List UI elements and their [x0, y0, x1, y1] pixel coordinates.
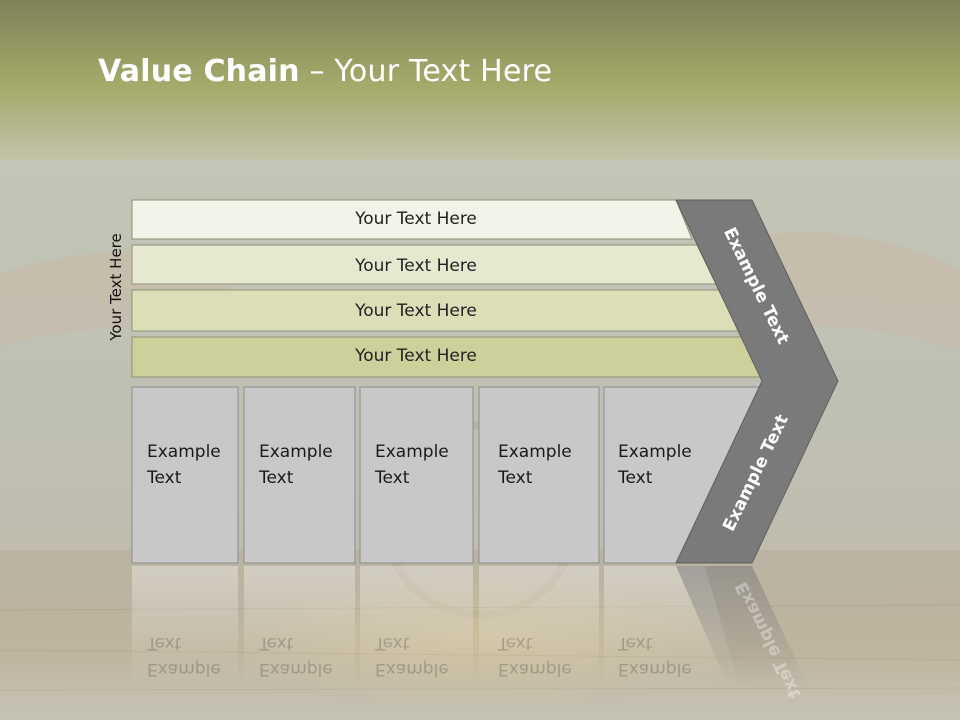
box-label-1-line2: Text [147, 468, 182, 488]
box-3 [359, 386, 474, 564]
box-label-4-line2: Text [498, 468, 533, 488]
box-label-4-line1: Example [498, 442, 572, 462]
box-2 [243, 386, 356, 564]
chevron-arrow [675, 199, 839, 564]
box-label-3: Example Text [375, 439, 449, 491]
bar-1 [131, 199, 693, 240]
box-1 [131, 386, 239, 564]
box-label-4: Example Text [498, 439, 572, 491]
box-label-3-line2: Text [375, 468, 410, 488]
title-rest: – Your Text Here [299, 54, 553, 89]
box-label-1: Example Text [147, 439, 221, 491]
box-4 [478, 386, 600, 564]
bar-label-4: Your Text Here [355, 346, 477, 366]
box-label-5-line1: Example [618, 442, 692, 462]
box-label-5-line2: Text [618, 468, 653, 488]
box-label-2-line1: Example [259, 442, 333, 462]
box-label-3-line1: Example [375, 442, 449, 462]
bar-label-1: Your Text Here [355, 209, 477, 229]
box-label-2-line2: Text [259, 468, 294, 488]
box-label-2: Example Text [259, 439, 333, 491]
box-label-5: Example Text [618, 439, 692, 491]
slide-title: Value Chain – Your Text Here [98, 54, 552, 89]
title-bold: Value Chain [98, 54, 300, 89]
bar-label-2: Your Text Here [355, 256, 477, 276]
bar-label-3: Your Text Here [355, 301, 477, 321]
box-label-1-line1: Example [147, 442, 221, 462]
